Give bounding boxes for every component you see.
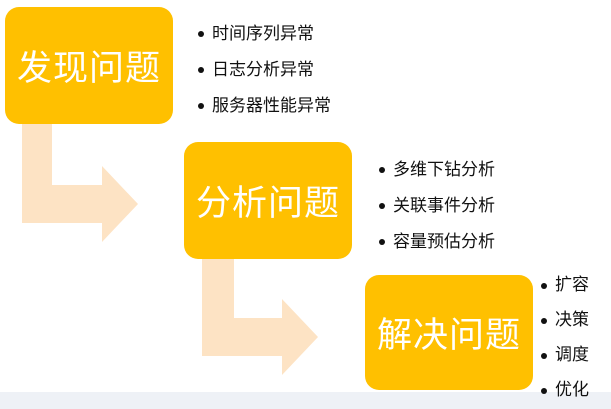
list-item-label: 决策 — [555, 310, 589, 330]
list-item: 时间序列异常 — [198, 16, 331, 52]
bullet-icon — [379, 167, 385, 173]
step-title-solve: 解决问题 — [376, 316, 521, 356]
list-item-label: 优化 — [555, 380, 589, 400]
list-item: 容量预估分析 — [379, 224, 495, 260]
bullet-icon — [379, 239, 385, 245]
step-box-solve: 解决问题 — [365, 275, 533, 390]
step-list-analyze: 多维下钻分析 关联事件分析 容量预估分析 — [379, 152, 495, 260]
list-item: 决策 — [541, 303, 589, 338]
step-title-analyze: 分析问题 — [195, 184, 340, 224]
list-item-label: 服务器性能异常 — [212, 96, 331, 116]
list-item-label: 调度 — [555, 345, 589, 365]
step-box-analyze: 分析问题 — [184, 142, 352, 259]
bullet-icon — [541, 387, 547, 394]
step-title-discover: 发现问题 — [16, 49, 161, 89]
bullet-icon — [541, 282, 547, 289]
list-item-label: 关联事件分析 — [393, 196, 495, 216]
list-item-label: 日志分析异常 — [212, 60, 314, 80]
bullet-icon — [379, 203, 385, 209]
list-item-label: 扩容 — [555, 275, 589, 295]
bullet-icon — [198, 103, 204, 109]
bullet-icon — [541, 317, 547, 324]
list-item: 多维下钻分析 — [379, 152, 495, 188]
flow-arrow-1 — [22, 124, 138, 242]
list-item-label: 多维下钻分析 — [393, 160, 495, 180]
bottom-strip — [0, 392, 611, 409]
list-item: 优化 — [541, 373, 589, 408]
bullet-icon — [541, 352, 547, 359]
bullet-icon — [198, 31, 204, 37]
list-item: 日志分析异常 — [198, 52, 331, 88]
bullet-icon — [198, 67, 204, 73]
list-item: 扩容 — [541, 268, 589, 303]
step-box-discover: 发现问题 — [5, 7, 173, 124]
list-item: 关联事件分析 — [379, 188, 495, 224]
list-item-label: 时间序列异常 — [212, 24, 314, 44]
flow-arrow-2 — [202, 259, 318, 375]
list-item-label: 容量预估分析 — [393, 232, 495, 252]
list-item: 调度 — [541, 338, 589, 373]
list-item: 服务器性能异常 — [198, 88, 331, 124]
step-list-discover: 时间序列异常 日志分析异常 服务器性能异常 — [198, 16, 331, 124]
step-list-solve: 扩容 决策 调度 优化 — [541, 268, 589, 408]
